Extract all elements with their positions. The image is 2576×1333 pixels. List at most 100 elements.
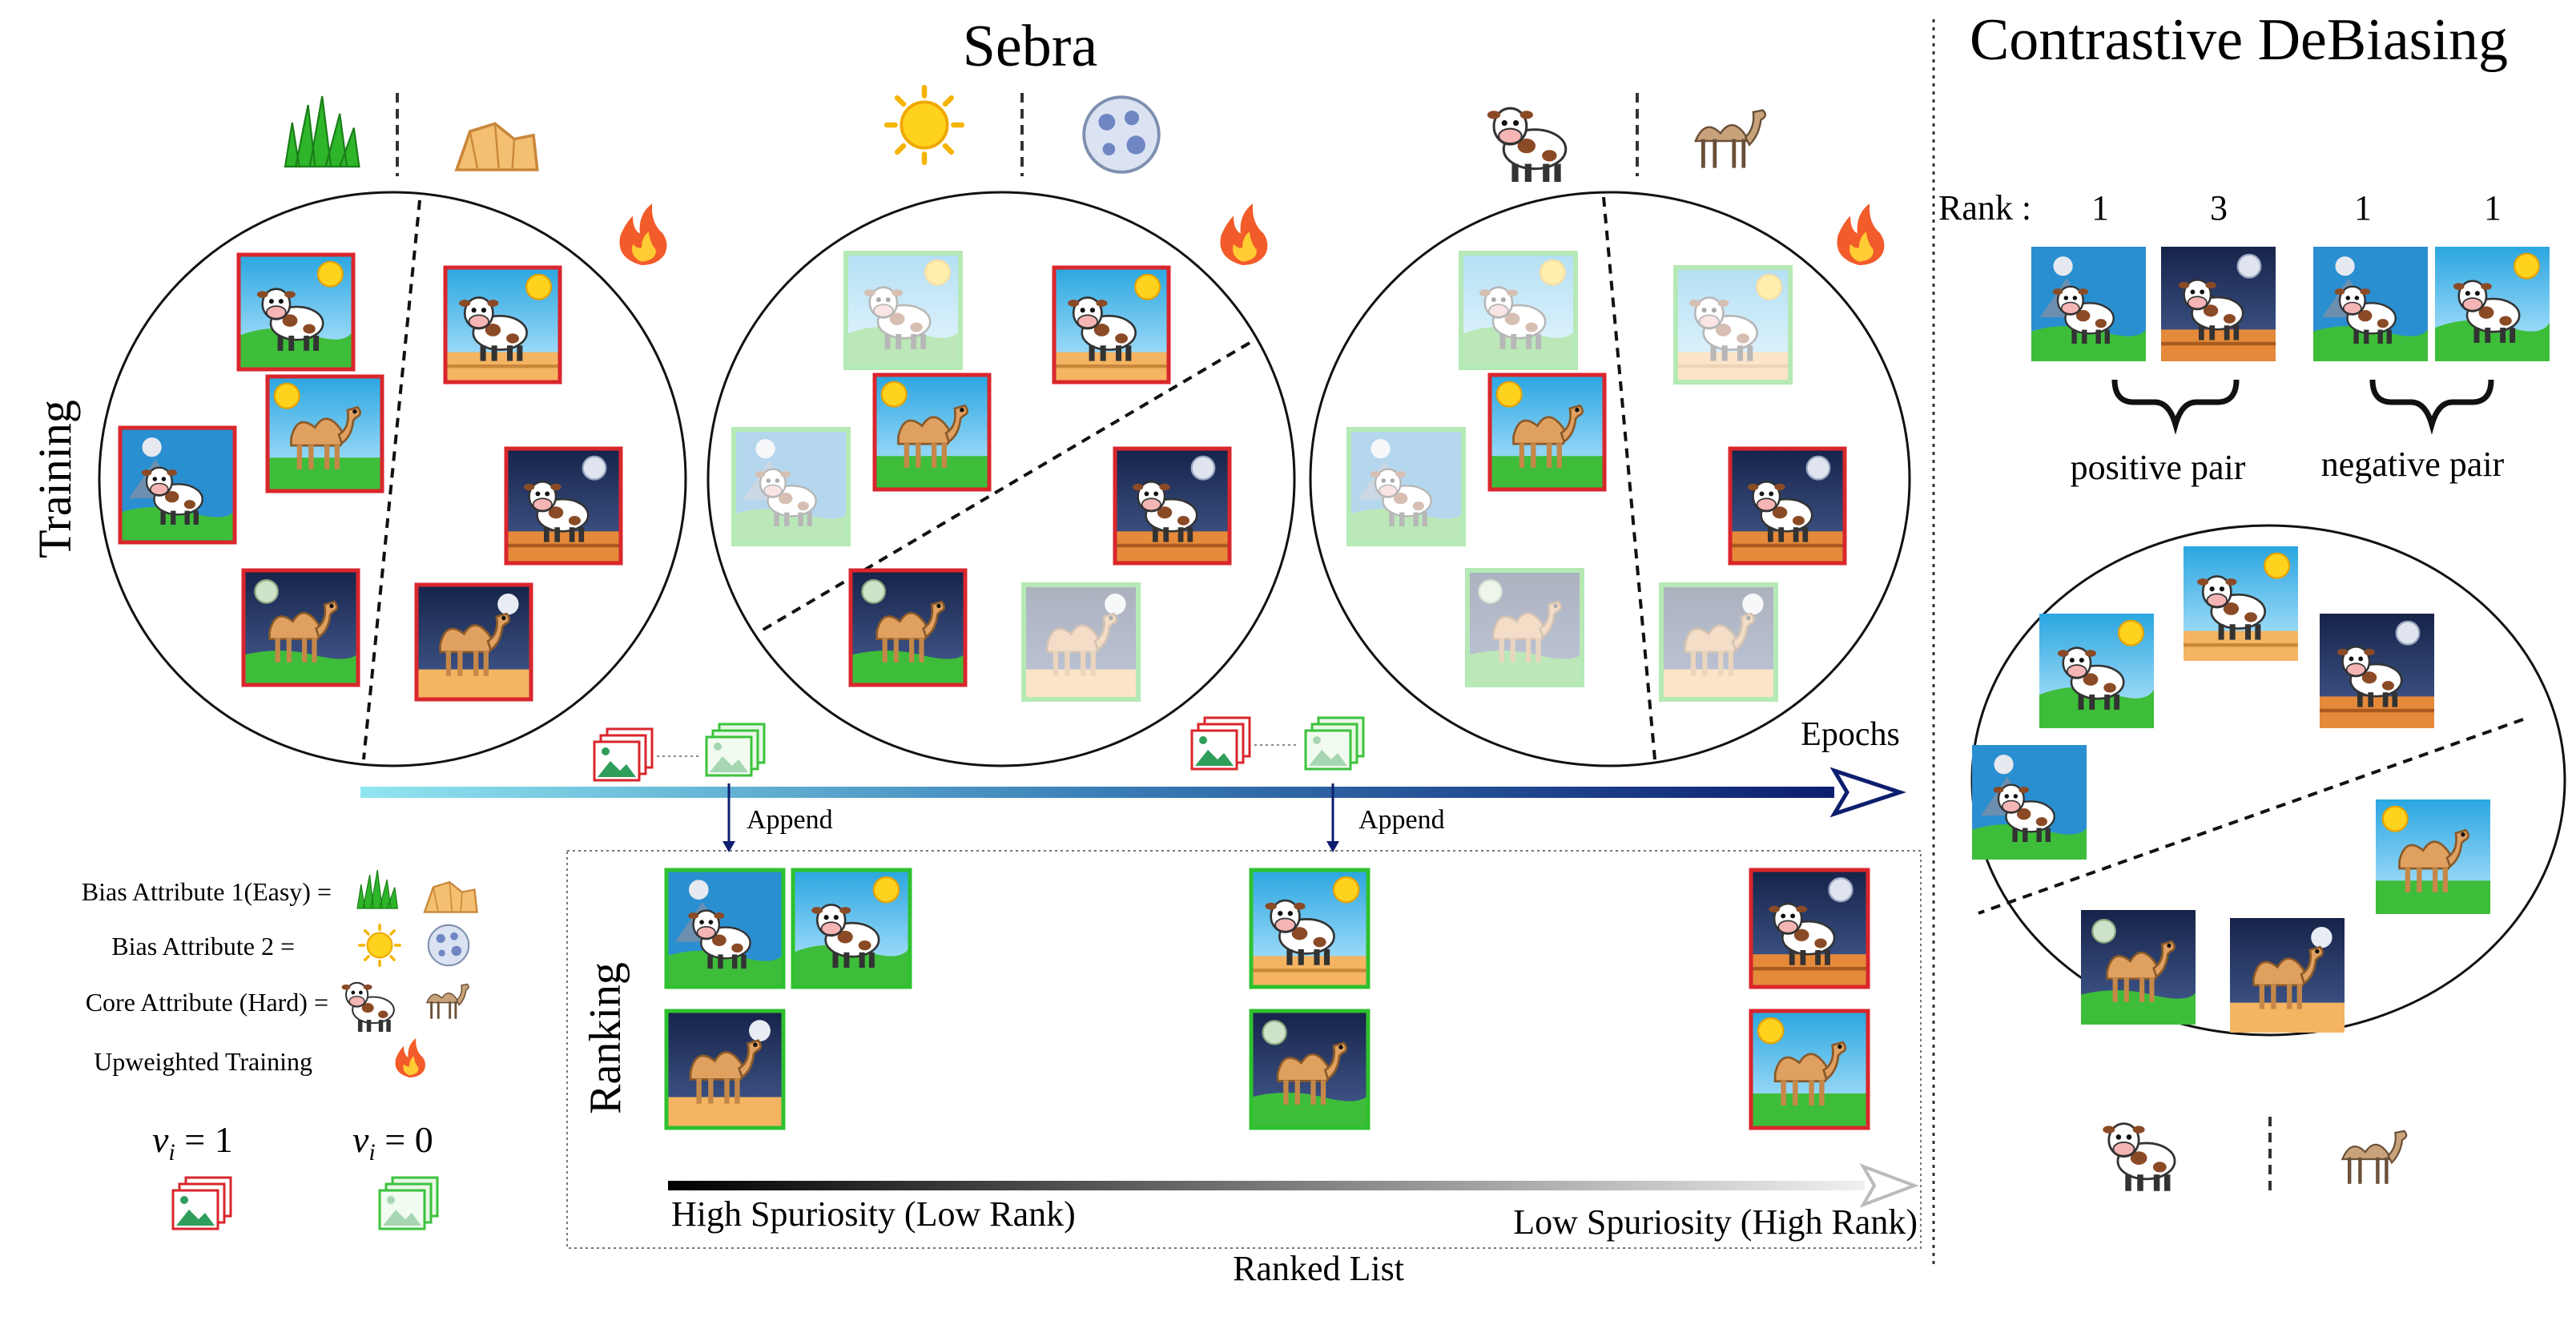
image-tile <box>2320 614 2434 728</box>
stack-red-icon <box>171 1176 232 1230</box>
image-tile <box>2376 799 2490 914</box>
image-tile <box>2081 910 2196 1025</box>
image-tile <box>2184 546 2298 661</box>
image-tile <box>791 868 912 989</box>
epochs-label: Epochs <box>1801 716 1900 753</box>
image-tile <box>1673 265 1793 385</box>
rank-value: 1 <box>2484 188 2502 228</box>
stack-green-icon <box>705 723 766 777</box>
positive-pair-label: positive pair <box>2071 448 2246 487</box>
side-title: Contrastive DeBiasing <box>1970 7 2508 73</box>
stack-green-icon <box>1304 716 1365 771</box>
stack-green-icon <box>378 1176 439 1230</box>
legend: Bias Attribute 1(Easy) = Bias Attribute … <box>82 869 478 1230</box>
image-tile <box>1972 745 2087 860</box>
cow-icon <box>342 983 394 1032</box>
desert-icon <box>455 122 539 171</box>
image-tile <box>1459 251 1578 370</box>
image-tile <box>236 252 356 372</box>
stack-red-icon <box>593 727 654 782</box>
contrastive-panel: Rank : 1 3 1 1 positive pair negative pa… <box>1938 188 2566 1197</box>
legend-upweight: Upweighted Training <box>94 1047 312 1076</box>
sun-icon <box>358 924 401 967</box>
append-arrowhead <box>1326 841 1339 852</box>
negative-pair-label: negative pair <box>2321 445 2505 484</box>
image-tile <box>241 568 360 687</box>
rank-value: 3 <box>2210 188 2228 228</box>
image-tile <box>414 582 533 702</box>
moon-icon <box>427 924 470 967</box>
image-tile <box>1749 868 1870 989</box>
image-tile <box>664 868 786 989</box>
spuriosity-arrow <box>668 1163 1919 1208</box>
image-tile <box>2039 614 2154 728</box>
image-tile <box>1749 1009 1870 1130</box>
image-tile <box>1659 582 1778 702</box>
image-tile <box>1728 446 1847 566</box>
moon-icon <box>1082 95 1161 174</box>
epoch-arrow <box>360 767 1906 818</box>
image-tile <box>664 1009 786 1130</box>
legend-v1: vi = 1 <box>152 1119 233 1166</box>
grass-icon <box>356 869 398 909</box>
rank-value: 1 <box>2091 188 2109 228</box>
image-tile <box>848 568 968 687</box>
epoch-circle-3 <box>1309 191 1911 767</box>
image-tile <box>1487 373 1607 492</box>
ranked-list-label: Ranked List <box>1233 1249 1404 1288</box>
epoch-circle-1 <box>98 191 687 767</box>
image-tile <box>443 265 562 385</box>
main-title: Sebra <box>963 14 1098 79</box>
negative-brace <box>2369 379 2494 435</box>
image-tile <box>2031 247 2146 361</box>
high-spuriosity-label: High Spuriosity (Low Rank) <box>671 1194 1076 1234</box>
rank-value: 1 <box>2354 188 2372 228</box>
append-arrowhead <box>722 841 735 852</box>
legend-v0: vi = 0 <box>352 1119 433 1166</box>
image-tile <box>731 427 851 546</box>
append-label: Append <box>747 805 833 835</box>
ranked-list-box <box>566 850 1922 1249</box>
flame-icon <box>395 1038 425 1077</box>
low-spuriosity-label: Low Spuriosity (High Rank) <box>1513 1202 1918 1242</box>
ranking-label: Ranking <box>581 962 630 1114</box>
flame-icon <box>619 203 667 265</box>
cow-icon <box>2103 1124 2175 1191</box>
cow-icon <box>1487 108 1566 182</box>
desert-icon <box>423 880 478 913</box>
flame-icon <box>1220 203 1268 265</box>
image-tile <box>1346 427 1466 546</box>
image-tile <box>118 425 237 545</box>
image-tile <box>2435 247 2550 361</box>
grass-icon <box>284 95 360 168</box>
image-tile <box>2313 247 2428 361</box>
legend-bias2: Bias Attribute 2 = <box>111 932 295 960</box>
image-tile <box>2230 918 2345 1033</box>
sun-icon <box>887 87 962 163</box>
epoch-circle-2 <box>706 191 1296 767</box>
image-tile <box>1249 868 1371 989</box>
training-label: Training <box>29 400 81 558</box>
rank-label: Rank : <box>1938 188 2031 228</box>
image-tile <box>504 446 623 566</box>
image-tile <box>2161 247 2276 361</box>
append-label: Append <box>1358 805 1445 835</box>
image-tile <box>872 373 992 492</box>
image-tile <box>1249 1009 1371 1130</box>
image-tile <box>1021 582 1141 702</box>
image-tile <box>1113 446 1232 566</box>
image-tile <box>1052 265 1171 385</box>
camel-icon <box>2341 1130 2408 1185</box>
camel-icon <box>426 983 469 1020</box>
legend-core: Core Attribute (Hard) = <box>86 988 328 1017</box>
image-tile <box>1465 568 1584 687</box>
positive-brace <box>2111 379 2240 435</box>
contrastive-boundary <box>1978 718 2524 915</box>
flame-icon <box>1837 203 1885 265</box>
image-tile <box>843 251 963 370</box>
legend-bias1: Bias Attribute 1(Easy) = <box>82 877 332 906</box>
stack-red-icon <box>1190 716 1251 771</box>
camel-icon <box>1694 109 1767 169</box>
image-tile <box>265 374 384 493</box>
